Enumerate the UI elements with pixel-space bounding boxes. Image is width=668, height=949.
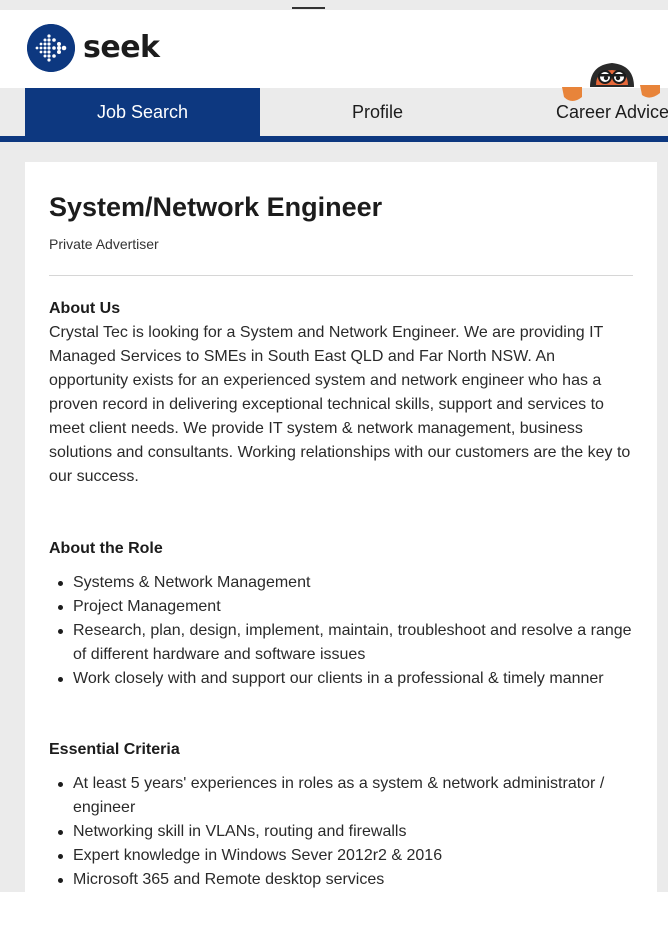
tab-career-advice[interactable]: Career Advice bbox=[556, 102, 668, 122]
list-item: Networking skill in VLANs, routing and f… bbox=[49, 820, 633, 844]
section-about-role: About the Role Systems & Network Managem… bbox=[49, 537, 633, 691]
site-header: seek bbox=[0, 10, 668, 88]
brand-name: seek bbox=[83, 30, 160, 65]
advertiser-name: Private Advertiser bbox=[49, 236, 159, 252]
seek-logo[interactable]: seek bbox=[27, 24, 160, 72]
role-list: Systems & Network Management Project Man… bbox=[49, 571, 633, 691]
section-essential-criteria: Essential Criteria At least 5 years' exp… bbox=[49, 738, 633, 892]
section-heading: About the Role bbox=[49, 540, 163, 557]
list-item: Research, plan, design, implement, maint… bbox=[49, 619, 633, 667]
peeking-mascot-icon bbox=[562, 63, 660, 101]
app-viewport: seek Job Search Profile Career Advice Sy… bbox=[0, 0, 668, 892]
job-title: System/Network Engineer bbox=[49, 192, 383, 222]
section-heading: Essential Criteria bbox=[49, 741, 180, 758]
list-item: At least 5 years' experiences in roles a… bbox=[49, 772, 633, 820]
main-nav-tabs: Job Search Profile Career Advice bbox=[0, 88, 668, 136]
list-item: Systems & Network Management bbox=[49, 571, 633, 595]
section-heading: About Us bbox=[49, 300, 121, 317]
list-item: Expert knowledge in Windows Sever 2012r2… bbox=[49, 844, 633, 868]
about-us-text: Crystal Tec is looking for a System and … bbox=[49, 324, 631, 485]
drag-handle[interactable] bbox=[292, 7, 325, 9]
nav-underline bbox=[0, 136, 668, 142]
tab-job-search[interactable]: Job Search bbox=[25, 88, 260, 136]
seek-logo-icon bbox=[27, 24, 75, 72]
section-about-us: About Us Crystal Tec is looking for a Sy… bbox=[49, 297, 633, 489]
criteria-list: At least 5 years' experiences in roles a… bbox=[49, 772, 633, 892]
list-item: Microsoft 365 and Remote desktop service… bbox=[49, 868, 633, 892]
list-item: Project Management bbox=[49, 595, 633, 619]
job-details-card: System/Network Engineer Private Advertis… bbox=[25, 162, 657, 892]
divider bbox=[49, 275, 633, 276]
tab-profile[interactable]: Profile bbox=[351, 102, 404, 122]
list-item: Work closely with and support our client… bbox=[49, 667, 633, 691]
